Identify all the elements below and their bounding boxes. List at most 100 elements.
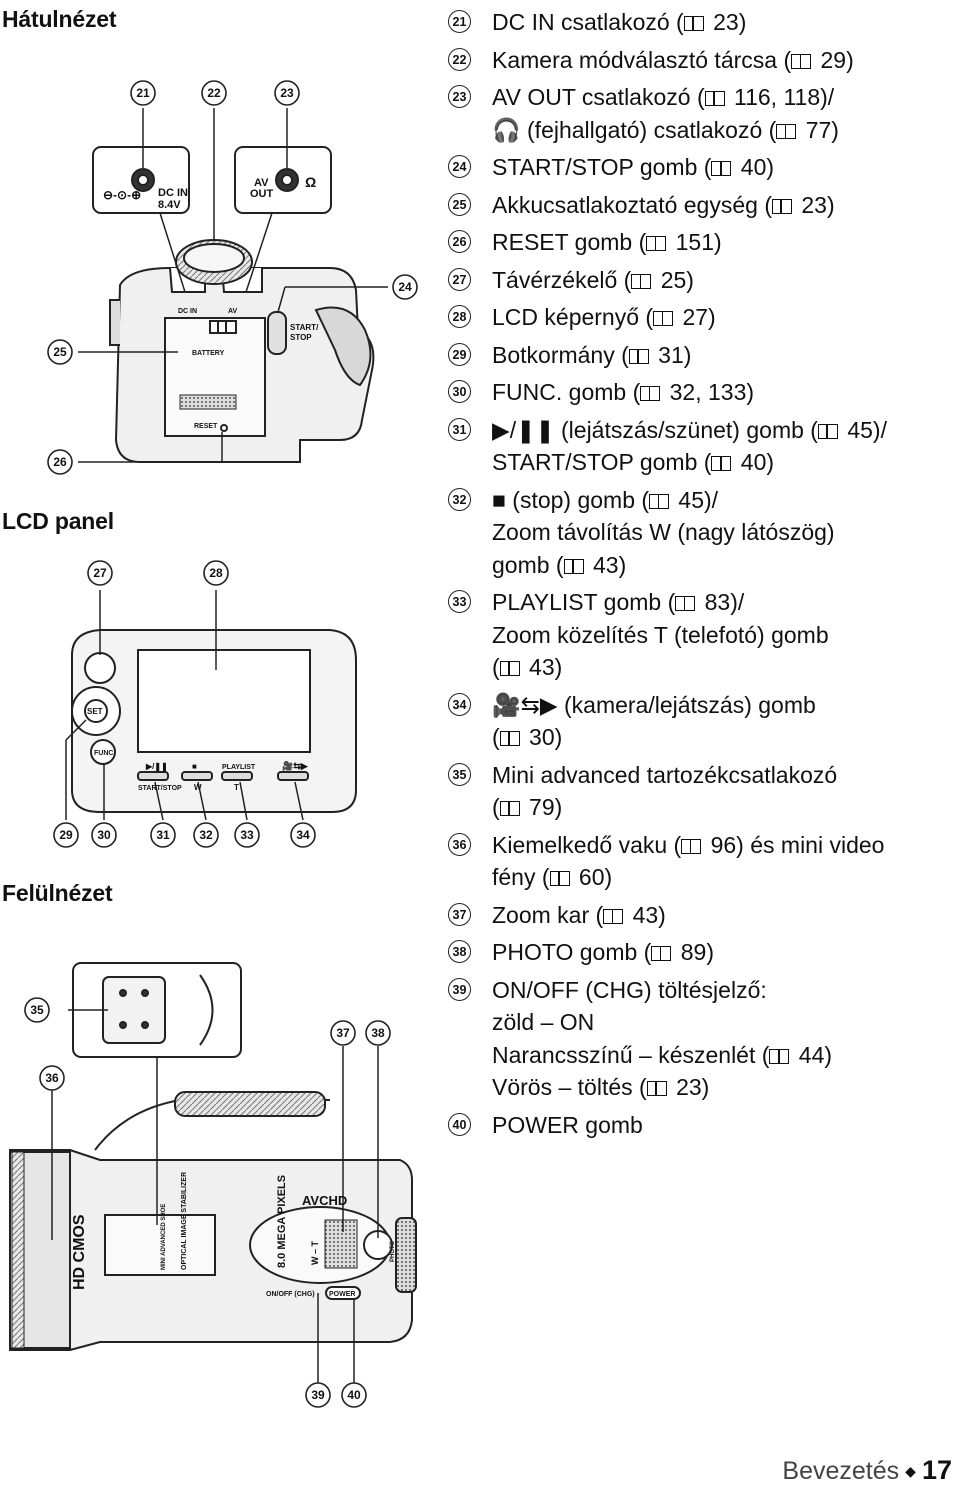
- book-reference-icon: [704, 91, 725, 106]
- callout-21: 21: [136, 86, 150, 100]
- section-title-top: Felülnézet: [2, 880, 113, 906]
- label-battery: BATTERY: [192, 350, 225, 357]
- book-reference-icon: [683, 16, 704, 31]
- label-mini-advanced-shoe: MINI ADVANCED SHOE: [161, 1204, 167, 1270]
- label-reset: RESET: [194, 423, 218, 430]
- diamond-icon: ◆: [905, 1463, 916, 1479]
- legend-item-number: 36: [448, 832, 471, 856]
- legend-item-number: 38: [448, 940, 471, 963]
- legend-item-text: DC IN csatlakozó ( 23): [492, 9, 747, 35]
- book-reference-icon: [499, 661, 520, 676]
- book-reference-icon: [817, 423, 838, 439]
- book-reference-icon: [603, 908, 624, 924]
- legend-item-text: Zoom távolítás W (nagy látószög): [492, 519, 835, 545]
- label-func: FUNC: [94, 750, 113, 757]
- legend-item-number: 28: [448, 305, 471, 328]
- book-reference-icon: [791, 53, 812, 69]
- legend-item-text: Zoom közelítés T (telefotó) gomb: [492, 621, 829, 648]
- back-view-diagram: [78, 108, 388, 463]
- legend-item-text: 🎥⇆▶ (kamera/lejátszás) gomb: [492, 691, 816, 718]
- label-start-stop-bottom: STOP: [290, 333, 312, 342]
- legend-item-number: 39: [448, 977, 471, 1001]
- legend-item-text: Távérzékelő ( 25): [492, 266, 694, 293]
- legend-item-text: RESET gomb ( 151): [492, 229, 722, 255]
- callout-22: 22: [207, 86, 221, 100]
- legend-item-text: LCD képernyő ( 27): [492, 304, 716, 330]
- book-reference-icon: [711, 456, 732, 471]
- legend-item-text: Vörös – töltés ( 23): [492, 1074, 710, 1100]
- legend-item-text: PHOTO gomb ( 89): [492, 939, 714, 965]
- legend-item-text: Kiemelkedő vaku ( 96) és mini video: [492, 831, 885, 858]
- book-reference-icon: [646, 1081, 667, 1096]
- legend-item: 29 Botkormány ( 31): [448, 339, 953, 372]
- legend-item-number: 25: [448, 192, 471, 216]
- book-reference-icon: [776, 123, 797, 139]
- legend-item-text: ■ (stop) gomb ( 45)/: [492, 486, 719, 513]
- book-reference-icon: [653, 311, 674, 326]
- callout-27: 27: [93, 566, 107, 580]
- legend-item: 32 ■ (stop) gomb ( 45)/ Zoom távolítás W (…: [448, 484, 953, 582]
- label-optical: OPTICAL IMAGE STABILIZER: [181, 1172, 188, 1270]
- legend-item-text: ON/OFF (CHG) töltésjelző:: [492, 976, 767, 1003]
- legend-item-number: 37: [448, 902, 471, 926]
- label-power: POWER: [329, 1291, 355, 1298]
- callout-38: 38: [371, 1026, 385, 1040]
- camera-play-icon: 🎥⇆▶: [282, 760, 309, 771]
- label-megapixels: 8.0 MEGA PIXELS: [276, 1175, 288, 1268]
- callout-39: 39: [311, 1388, 325, 1402]
- label-dc-in-small: DC IN: [178, 308, 197, 315]
- legend-item-number: 24: [448, 155, 471, 178]
- legend-item-text: gomb ( 43): [492, 551, 627, 578]
- legend-item: 38 PHOTO gomb ( 89): [448, 936, 953, 969]
- legend-item-text: PLAYLIST gomb ( 83)/: [492, 589, 745, 615]
- label-wt: W – T: [310, 1240, 320, 1265]
- legend-item-text: zöld – ON: [492, 1009, 595, 1035]
- headphone-icon: Ω: [305, 174, 316, 190]
- label-set: SET: [87, 707, 103, 716]
- legend-item-number: 33: [448, 590, 471, 613]
- legend-item: 31▶/❚❚ (lejátszás/szünet) gomb ( 45)/STA…: [448, 414, 953, 479]
- legend-item-text: ( 79): [492, 794, 563, 820]
- label-playlist: PLAYLIST: [222, 764, 256, 771]
- dc-polarity-icon: ⊖-⊙-⊕: [103, 188, 141, 202]
- legend-item-text: AV OUT csatlakozó ( 116, 118)/: [492, 84, 835, 110]
- callout-29: 29: [59, 828, 73, 842]
- legend-item-number: 32: [448, 487, 471, 511]
- footer-chapter: Bevezetés: [782, 1457, 900, 1485]
- label-hd-cmos: HD CMOS: [71, 1214, 88, 1290]
- legend-item-number: 34: [448, 692, 471, 716]
- legend-item-text: ( 43): [492, 654, 563, 680]
- section-title-back: Hátulnézet: [2, 6, 117, 32]
- legend-item-text: START/STOP gomb ( 40): [492, 449, 775, 475]
- page-footer: Bevezetés◆17: [782, 1455, 952, 1486]
- legend-item-text: ( 30): [492, 724, 563, 750]
- legend-item-number: 29: [448, 342, 471, 366]
- book-reference-icon: [640, 386, 661, 401]
- callout-40: 40: [347, 1388, 361, 1402]
- callout-markers: [24, 80, 418, 1408]
- label-av-out-top: AV: [254, 177, 269, 189]
- label-t: T: [234, 783, 239, 792]
- callout-33: 33: [240, 828, 254, 842]
- legend-item-text: POWER gomb: [492, 1111, 643, 1138]
- legend-item-number: 31: [448, 417, 471, 441]
- callout-26: 26: [53, 455, 67, 469]
- legend-item-text: Kamera módválasztó tárcsa ( 29): [492, 46, 854, 73]
- callout-32: 32: [199, 828, 213, 842]
- label-on-off-chg: ON/OFF (CHG): [266, 1291, 315, 1298]
- legend-item-number: 30: [448, 380, 471, 403]
- top-view-diagram: [9, 962, 417, 1383]
- legend-item-text: START/STOP gomb ( 40): [492, 154, 775, 180]
- callout-37: 37: [336, 1026, 350, 1040]
- legend-item-text: FUNC. gomb ( 32, 133): [492, 379, 755, 405]
- legend-item-text: 🎧 (fejhallgató) csatlakozó ( 77): [492, 116, 839, 143]
- book-reference-icon: [549, 871, 570, 886]
- legend-item-text: Botkormány ( 31): [492, 341, 692, 368]
